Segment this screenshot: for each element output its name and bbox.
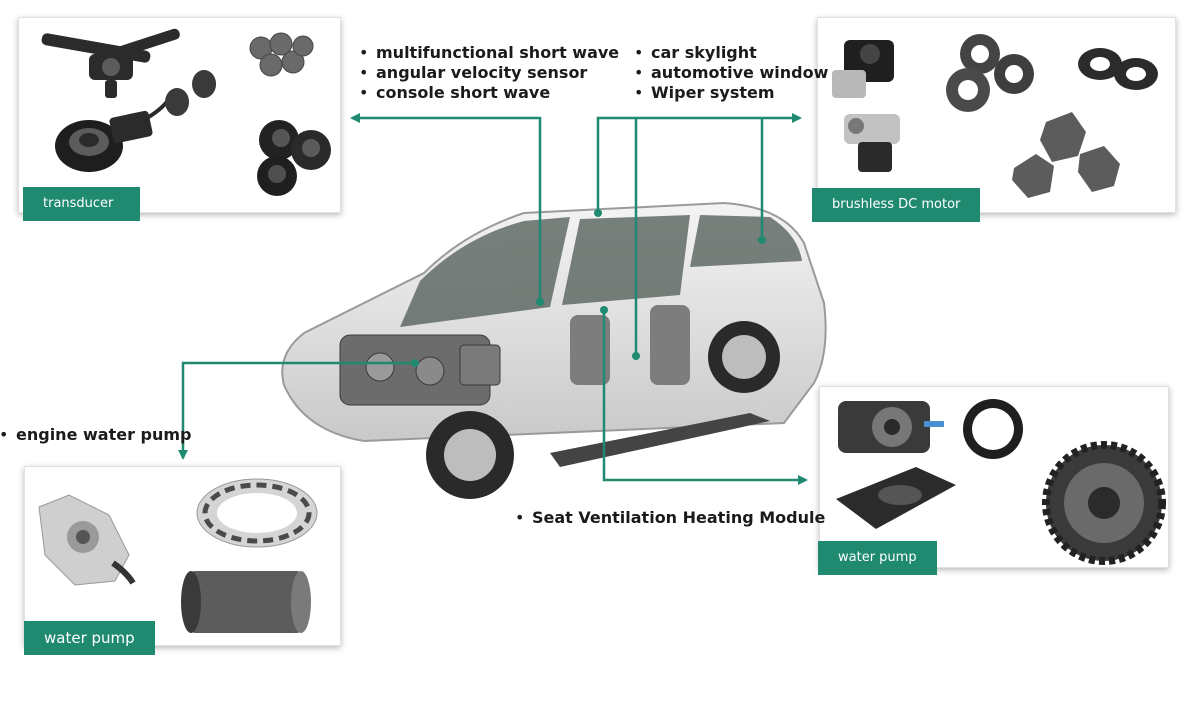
application-item: engine water pump bbox=[0, 425, 192, 445]
magnet-pellets-part bbox=[249, 32, 314, 77]
seal-rings-part bbox=[946, 34, 1034, 112]
transducer-panel: transducer bbox=[18, 17, 341, 221]
suv-cutaway-illustration bbox=[281, 201, 827, 499]
panel-label: transducer bbox=[23, 187, 140, 221]
ferrite-ring-parts bbox=[257, 120, 331, 196]
application-item: Wiper system bbox=[631, 83, 828, 103]
transducer-parts-illustration bbox=[41, 28, 331, 196]
seat-pump-parts-illustration bbox=[836, 399, 1166, 565]
application-item: console short wave bbox=[356, 83, 619, 103]
small-disc-parts bbox=[165, 70, 217, 116]
panel-label: water pump bbox=[818, 541, 937, 575]
application-item: multifunctional short wave bbox=[356, 43, 619, 63]
engine-pump-applications: engine water pump bbox=[0, 425, 192, 445]
gasket-part bbox=[196, 478, 318, 548]
panel-label: water pump bbox=[24, 621, 155, 655]
diaphragm-parts bbox=[1012, 112, 1120, 198]
engine-pump-parts-illustration bbox=[38, 478, 318, 633]
panel-label: brushless DC motor bbox=[812, 188, 981, 222]
flat-rings-part bbox=[1078, 48, 1158, 90]
motor-panel: brushless DC motor bbox=[812, 17, 1176, 222]
application-item: Seat Ventilation Heating Module bbox=[512, 508, 825, 528]
toothed-pulley-part bbox=[1042, 441, 1166, 565]
motor-parts-illustration bbox=[832, 34, 1158, 198]
seat-module-applications: Seat Ventilation Heating Module bbox=[512, 508, 825, 528]
wiper-motor-part bbox=[844, 114, 900, 172]
seat-pump-panel: water pump bbox=[818, 386, 1169, 575]
blower-housing-part bbox=[838, 401, 944, 453]
water-pump-part bbox=[38, 494, 136, 586]
fan-cover-part bbox=[836, 467, 956, 529]
combination-switch-part bbox=[41, 28, 180, 98]
rubber-ring-part bbox=[963, 399, 1023, 459]
engine-bay bbox=[339, 334, 501, 406]
application-item: angular velocity sensor bbox=[356, 63, 619, 83]
application-item: automotive window bbox=[631, 63, 828, 83]
angular-sensor-part bbox=[55, 94, 173, 172]
motor-applications: car skylight automotive window Wiper sys… bbox=[631, 43, 828, 103]
transducer-applications: multifunctional short wave angular veloc… bbox=[356, 43, 619, 103]
application-item: car skylight bbox=[631, 43, 828, 63]
bushing-part bbox=[181, 571, 311, 633]
engine-pump-panel: water pump bbox=[24, 466, 341, 655]
window-motor-part bbox=[832, 40, 894, 98]
